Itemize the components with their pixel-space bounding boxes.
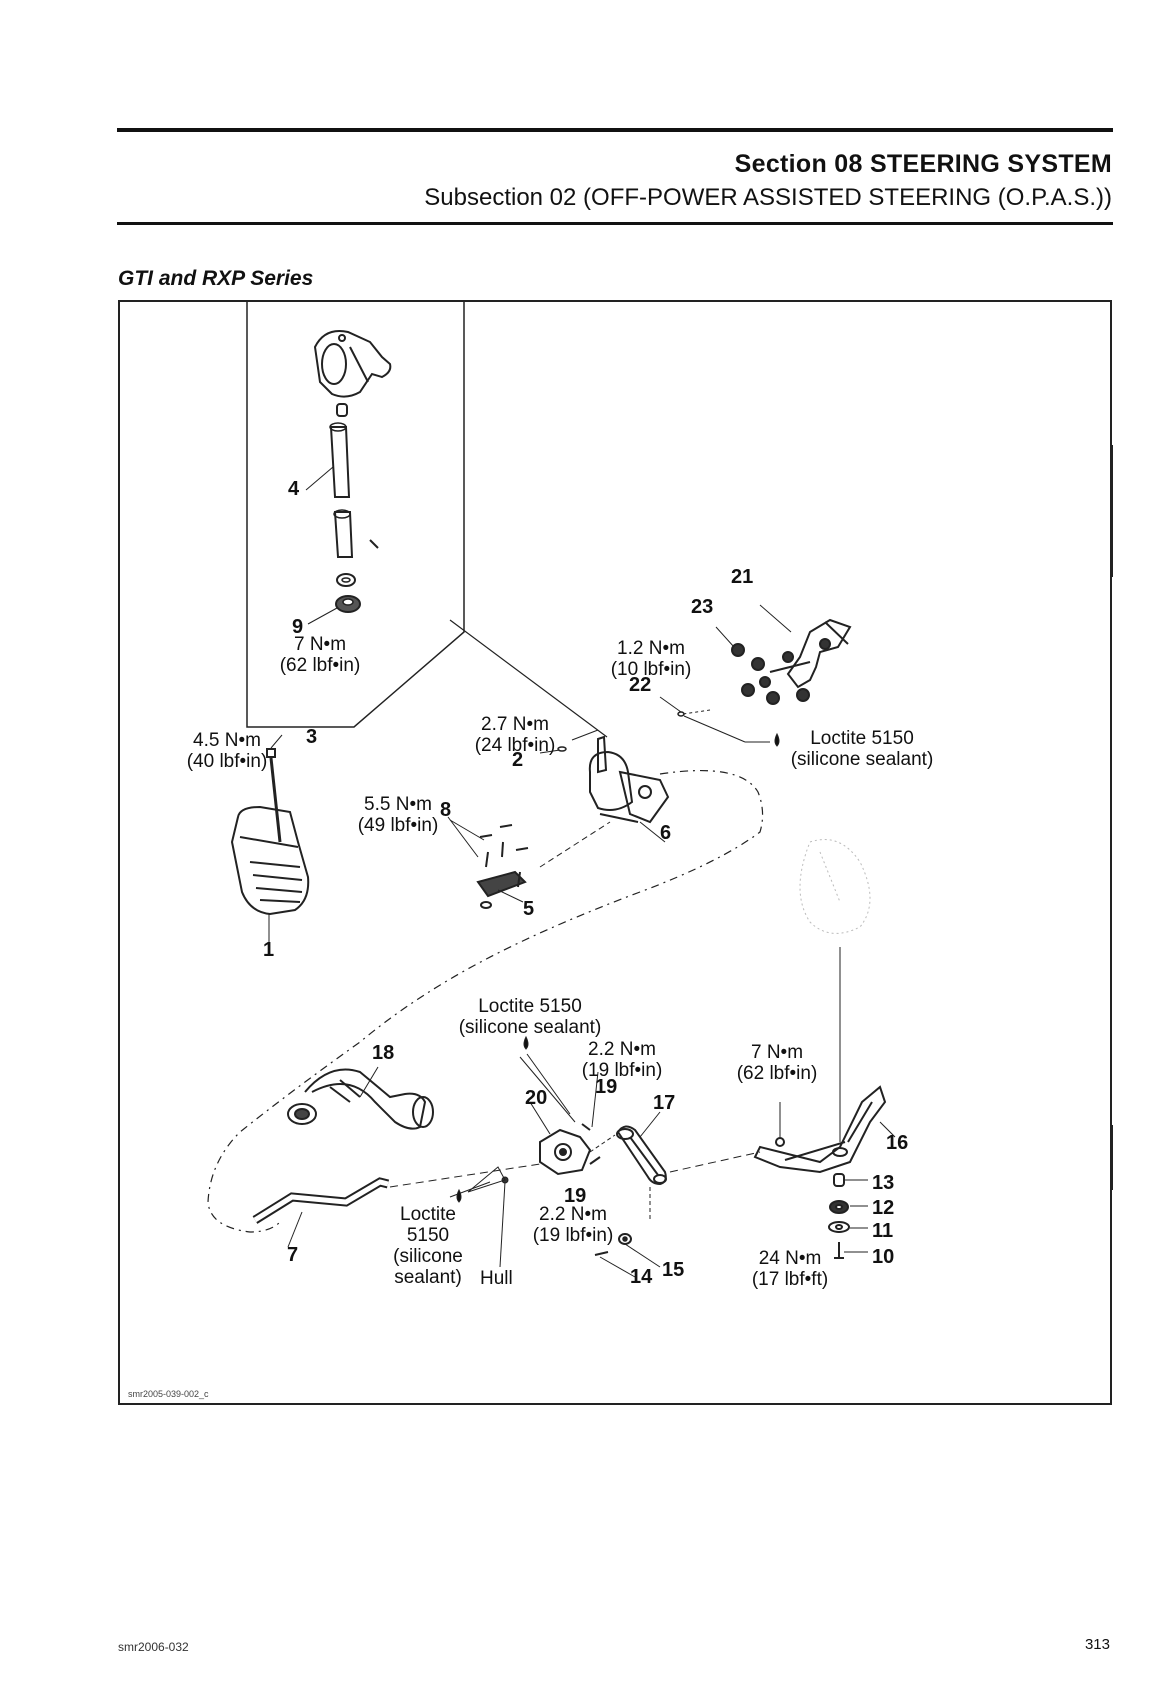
callout-18: 18	[372, 1042, 395, 1064]
callout-6: 6	[660, 822, 672, 844]
sealant-label-top: Loctite 5150(silicone sealant)	[790, 728, 934, 770]
callout-21: 21	[731, 566, 754, 588]
callout-13: 13	[872, 1172, 895, 1194]
series-heading: GTI and RXP Series	[118, 267, 314, 290]
page-number: 313	[1084, 1636, 1110, 1653]
subsection-title: Subsection 02 (OFF-POWER ASSISTED STEERI…	[424, 184, 1112, 211]
torque-label-22: 1.2 N•m(10 lbf•in)	[610, 638, 692, 680]
page-edge-mark	[1111, 1125, 1113, 1190]
callout-20: 20	[525, 1087, 548, 1109]
callout-14: 14	[630, 1266, 653, 1288]
callout-22: 22	[629, 674, 652, 696]
callout-1: 1	[263, 939, 275, 961]
section-title: Section 08 STEERING SYSTEM	[734, 150, 1112, 178]
ghost-view	[799, 839, 871, 934]
plate-assembly	[731, 618, 852, 705]
torque-label-19a: 2.2 N•m(19 lbf•in)	[581, 1039, 663, 1081]
callout-4: 4	[288, 478, 300, 500]
exploded-view-figure: 4 9 21 23 22 3 2 8 6 5 1 18 19 20 17 16 …	[118, 300, 1112, 1405]
callout-23: 23	[691, 596, 714, 618]
callout-19a: 19	[595, 1076, 618, 1098]
torque-label-10: 24 N•m(17 lbf•ft)	[751, 1248, 829, 1290]
header-rule-top	[117, 128, 1113, 132]
hull-label: Hull	[480, 1268, 513, 1289]
callout-10: 10	[872, 1246, 895, 1268]
torque-label-3: 4.5 N•m(40 lbf•in)	[186, 730, 268, 772]
sealant-label-mid: Loctite 5150(silicone sealant)	[458, 996, 602, 1038]
exploded-view-drawing	[207, 302, 896, 1278]
cover-part-1	[230, 805, 310, 916]
figure-code: smr2005-039-002_c	[128, 1389, 209, 1399]
callout-19b: 19	[564, 1185, 587, 1207]
callout-16: 16	[886, 1132, 909, 1154]
page-edge-mark	[1111, 445, 1113, 577]
arm-part-17	[616, 1125, 667, 1186]
callout-11: 11	[872, 1220, 894, 1242]
actuator-part-20	[539, 1128, 592, 1176]
callout-15: 15	[662, 1259, 685, 1281]
callout-9: 9	[292, 616, 304, 638]
steering-housing-6	[588, 735, 670, 824]
callout-12: 12	[872, 1197, 895, 1219]
torque-label-19b: 2.2 N•m(19 lbf•in)	[532, 1204, 614, 1246]
callout-3: 3	[306, 726, 318, 748]
callout-5: 5	[523, 898, 535, 920]
footer-document-code: smr2006-032	[118, 1640, 189, 1654]
torque-label-2: 2.7 N•m(24 lbf•in)	[474, 714, 556, 756]
callout-7: 7	[287, 1244, 299, 1266]
bracket-part-5	[476, 824, 529, 909]
callout-2: 2	[512, 749, 524, 771]
callout-8: 8	[440, 799, 452, 821]
torque-label-9: 7 N•m(62 lbf•in)	[279, 634, 361, 676]
callout-17: 17	[653, 1092, 676, 1114]
header-rule-bottom	[117, 222, 1113, 225]
fastener-stack	[828, 1173, 850, 1259]
torque-label-16: 7 N•m(62 lbf•in)	[736, 1042, 818, 1084]
torque-label-8: 5.5 N•m(49 lbf•in)	[357, 794, 439, 836]
steering-housing-top	[313, 330, 392, 398]
arm-part-16	[753, 1085, 887, 1174]
elbow-part-18	[287, 1068, 434, 1130]
